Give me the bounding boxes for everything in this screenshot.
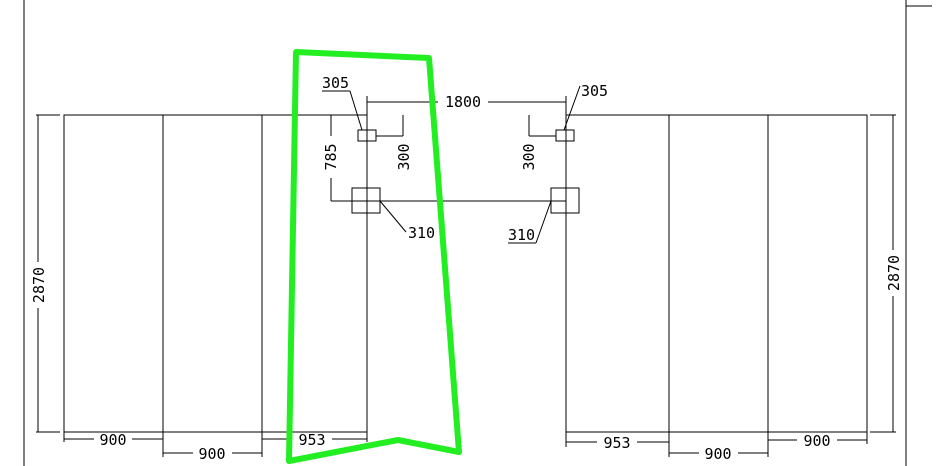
height-dimension-left: 2870 — [30, 114, 60, 433]
small-label-right: 305 — [581, 82, 608, 100]
vertical-label-right: 300 — [520, 143, 538, 170]
small-box-right: 300 — [520, 115, 575, 171]
bottom-dimensions-right: 953 900 900 — [565, 432, 868, 463]
height-label-right: 2870 — [885, 255, 903, 291]
left-panels — [63, 114, 368, 433]
height-label-left: 2870 — [30, 267, 48, 303]
small-label-left: 305 — [322, 74, 349, 92]
bottom-right-label-3: 900 — [803, 432, 830, 450]
offset-label-left: 785 — [322, 143, 340, 170]
box-right: 310 — [508, 187, 580, 244]
highlight-outline — [286, 49, 462, 464]
height-dimension-right: 2870 — [870, 114, 903, 433]
box-label-right: 310 — [508, 226, 535, 244]
frame-lines — [23, 0, 932, 466]
top-span-label: 1800 — [445, 93, 481, 111]
offset-dimension-left: 785 — [322, 115, 340, 201]
top-span-dimension: 1800 — [366, 93, 567, 115]
bottom-dimensions-left: 900 900 953 — [63, 431, 368, 463]
vertical-label-left: 300 — [395, 143, 413, 170]
box-left: 310 — [351, 187, 435, 242]
bottom-left-label-2: 900 — [198, 445, 225, 463]
bottom-right-label-1: 953 — [603, 434, 630, 452]
bottom-right-label-2: 900 — [704, 445, 731, 463]
box-label-left: 310 — [408, 224, 435, 242]
callout-305-left: 305 — [322, 74, 363, 131]
bottom-left-label-3: 953 — [298, 431, 325, 449]
callout-305-right: 305 — [563, 82, 608, 131]
small-box-left: 300 — [357, 115, 413, 171]
bottom-left-label-1: 900 — [99, 431, 126, 449]
right-panels — [565, 114, 868, 433]
